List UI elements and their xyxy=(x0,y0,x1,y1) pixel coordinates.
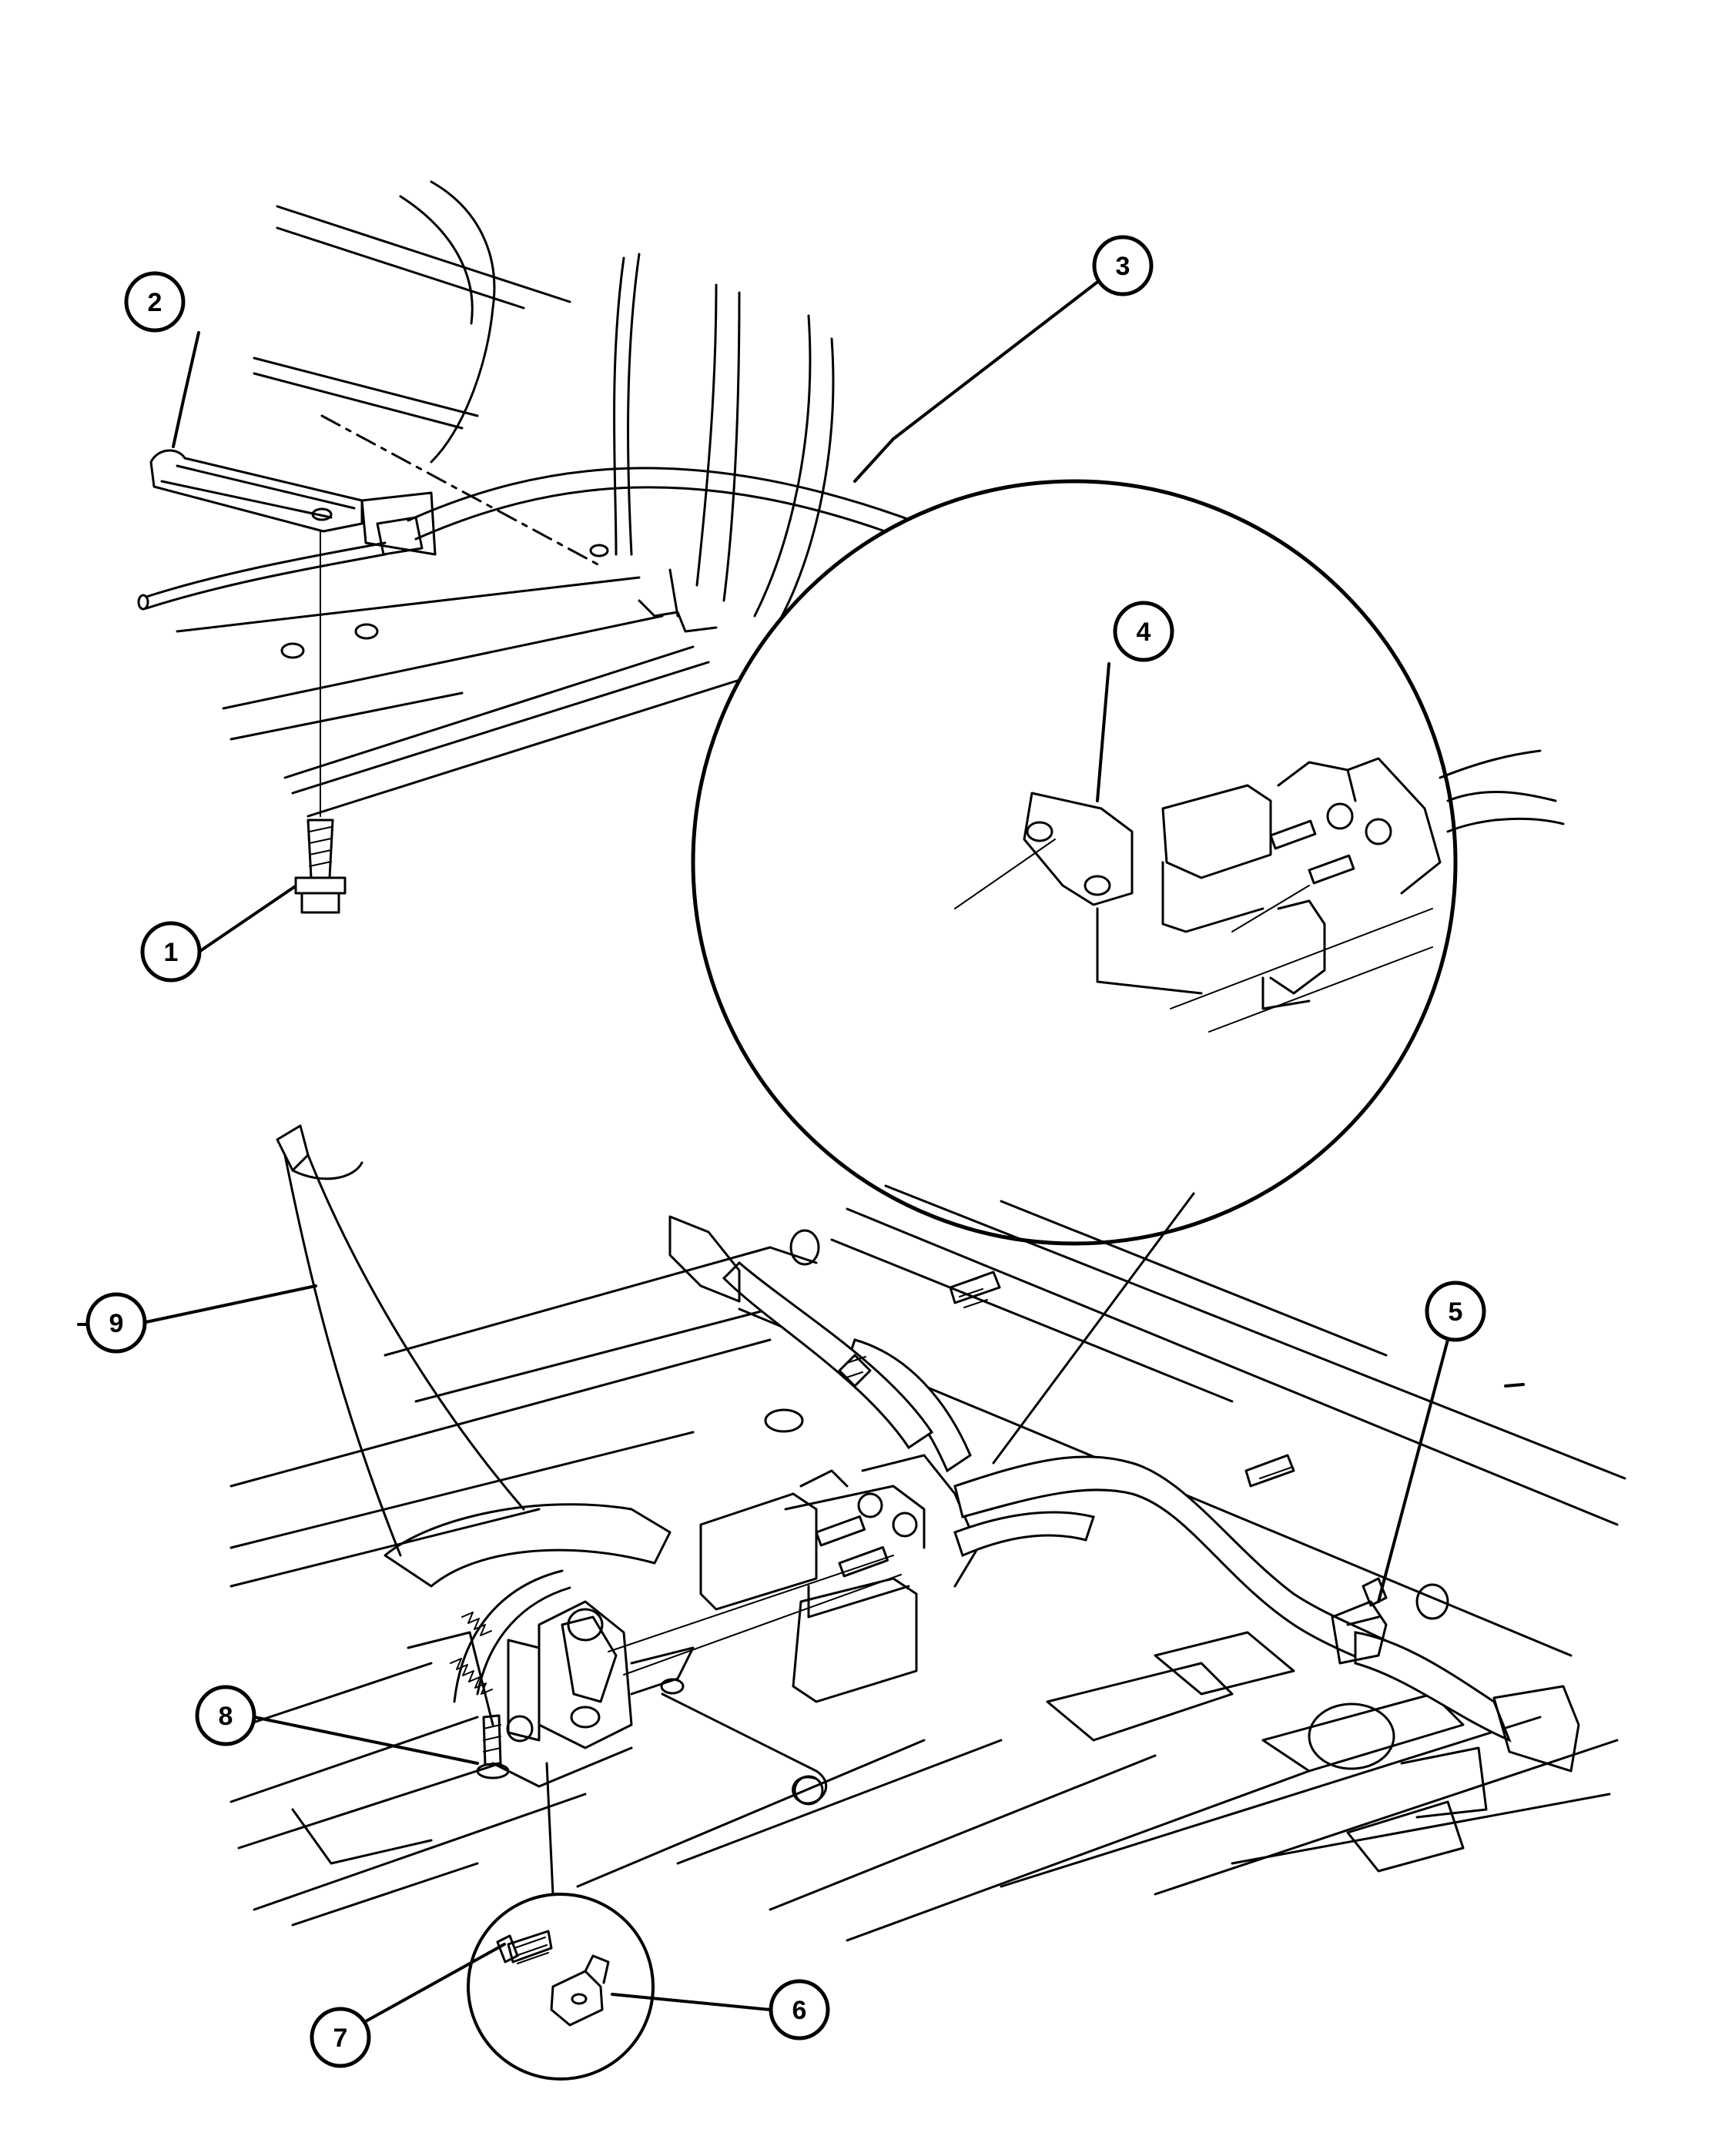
callout-7-label: 7 xyxy=(333,2024,348,2053)
callout-1: 1 xyxy=(140,921,202,983)
callout-4-label: 4 xyxy=(1137,618,1151,647)
top-floor-pan-assembly xyxy=(137,180,927,914)
callout-8: 8 xyxy=(195,1685,256,1746)
callout-8-label: 8 xyxy=(219,1702,233,1731)
leader-lines xyxy=(77,279,1525,2023)
cable-clip-detail-view xyxy=(691,479,1565,1465)
callout-9-label: 9 xyxy=(109,1309,124,1338)
bottom-lever-assembly xyxy=(222,1124,1626,1942)
callout-2: 2 xyxy=(124,271,186,333)
brake-cable xyxy=(137,467,927,611)
callout-3-label: 3 xyxy=(1116,252,1130,281)
callout-5: 5 xyxy=(1425,1281,1486,1342)
retainer-detail-view xyxy=(467,1762,655,2081)
cable-guide-bracket xyxy=(149,449,437,556)
callout-2-label: 2 xyxy=(148,288,162,317)
equalizer-bracket xyxy=(699,1454,980,1703)
parking-brake-lever-handle xyxy=(276,1124,525,1557)
callout-1-label: 1 xyxy=(164,938,179,967)
bolt xyxy=(294,531,347,914)
callout-6-label: 6 xyxy=(792,1996,807,2025)
studs xyxy=(838,1270,1295,1488)
lever-bolt xyxy=(476,1714,510,1779)
callout-7: 7 xyxy=(310,2007,371,2068)
callout-9: 9 xyxy=(85,1292,147,1354)
cable-clamp xyxy=(1331,1577,1388,1665)
callout-6: 6 xyxy=(769,1979,830,2040)
callout-3: 3 xyxy=(1092,235,1154,296)
callout-5-label: 5 xyxy=(1449,1297,1463,1327)
callout-4: 4 xyxy=(1113,601,1174,662)
